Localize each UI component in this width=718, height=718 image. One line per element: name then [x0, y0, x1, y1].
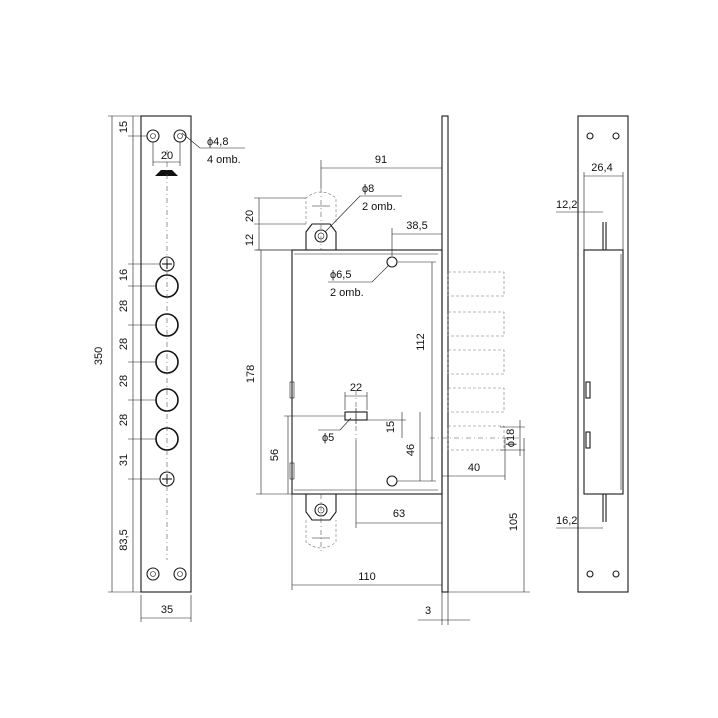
dim-spacing-6: 31 — [118, 454, 130, 466]
dim-spindle-offset: 15 — [385, 421, 397, 433]
faceplate-screw-hole-bottom-left — [146, 567, 160, 581]
dim-spacing-3: 28 — [118, 338, 130, 350]
side-faceplate-strip — [441, 115, 449, 593]
bolt-2 — [447, 311, 505, 337]
bracket-note-leader — [324, 195, 361, 233]
dim-case-width: 110 — [358, 571, 376, 583]
top-bracket-hole — [314, 229, 328, 243]
bolt-note-count: 2 omb. — [330, 287, 364, 299]
bottom-mount-bracket — [305, 493, 337, 521]
dim-bolt-spacing: 112 — [415, 333, 427, 351]
spindle-note-diameter: ϕ5 — [322, 432, 334, 444]
extended-bolts — [447, 271, 505, 451]
bracket-note-diameter: ϕ8 — [362, 183, 374, 195]
lock-case — [291, 249, 443, 495]
bolt-note-diameter: ϕ6,5 — [330, 269, 351, 281]
dim-spacing-4: 28 — [118, 375, 130, 387]
bracket-note-count: 2 omb. — [362, 201, 396, 213]
dim-plate-thickness: 3 — [425, 605, 431, 617]
front-view: 350 15 16 28 28 28 28 31 83,5 20 ϕ4,8 4 … — [93, 115, 245, 622]
bottom-bracket-ghost — [305, 520, 337, 549]
dim-hole-spacing: 20 — [161, 150, 173, 162]
edge-notch-bottom — [585, 431, 591, 449]
edge-hole-bottom-left — [586, 570, 594, 578]
dim-spacing-5: 28 — [118, 414, 130, 426]
dim-backset: 63 — [393, 508, 405, 520]
bolt-note-leader — [371, 265, 389, 283]
edge-view: 26,4 12,2 16,2 — [556, 115, 629, 593]
edge-plate-outline — [577, 115, 629, 593]
side-view: 91 ϕ8 2 omb. 20 12 38,5 ϕ6,5 2 omb. 112 … — [244, 115, 530, 625]
faceplate-outline — [140, 115, 192, 593]
faceplate-screw-hole-bottom-right — [173, 567, 187, 581]
dim-spindle-width: 22 — [350, 382, 362, 394]
dim-top-offset: 15 — [118, 121, 130, 133]
dim-lower-offset: 46 — [405, 444, 417, 456]
case-fixing-hole-bottom — [386, 475, 398, 487]
dim-top-width: 91 — [375, 154, 387, 166]
dim-edge-bottom-offset: 16,2 — [556, 515, 577, 527]
hole-note-count: 4 omb. — [207, 154, 241, 166]
dim-case-height: 178 — [245, 365, 257, 383]
edge-case-profile — [583, 249, 624, 495]
bottom-bracket-hole — [314, 503, 328, 517]
hole-note-leader — [181, 132, 201, 149]
bolt-1 — [447, 271, 505, 297]
edge-notch-top — [585, 381, 591, 399]
dim-bottom-height: 56 — [269, 449, 281, 461]
top-mount-bracket — [305, 223, 337, 251]
faceplate-screw-hole-top-right — [173, 129, 187, 143]
case-notch-bottom — [289, 462, 295, 480]
edge-hole-top-right — [612, 132, 620, 140]
latch-symbol — [155, 170, 178, 176]
bolt-4 — [447, 387, 505, 413]
dim-spacing-1: 16 — [118, 269, 130, 281]
bolt-3 — [447, 349, 505, 375]
hole-note-diameter: ϕ4,8 — [207, 136, 228, 148]
dim-drop: 105 — [508, 513, 520, 531]
edge-hole-bottom-right — [612, 570, 620, 578]
dim-cylinder-diameter: ϕ18 — [505, 429, 517, 447]
dim-bracket-h1: 20 — [244, 210, 256, 222]
dim-bottom-offset: 83,5 — [118, 529, 130, 550]
dim-edge-top-offset: 12,2 — [556, 199, 577, 211]
dim-bolt-offset: 38,5 — [406, 220, 427, 232]
spindle-note-leader — [339, 417, 352, 431]
dim-bracket-h2: 12 — [244, 234, 256, 246]
edge-hole-top-left — [586, 132, 594, 140]
dim-spacing-2: 28 — [118, 300, 130, 312]
dim-front-width: 35 — [161, 604, 173, 616]
dim-cylinder-offset: 40 — [468, 462, 480, 474]
case-fixing-hole-top — [386, 256, 398, 268]
dim-edge-width: 26,4 — [591, 162, 612, 174]
faceplate-screw-hole-top-left — [146, 129, 160, 143]
dim-total-height: 350 — [93, 347, 105, 365]
case-notch-top — [289, 381, 295, 399]
